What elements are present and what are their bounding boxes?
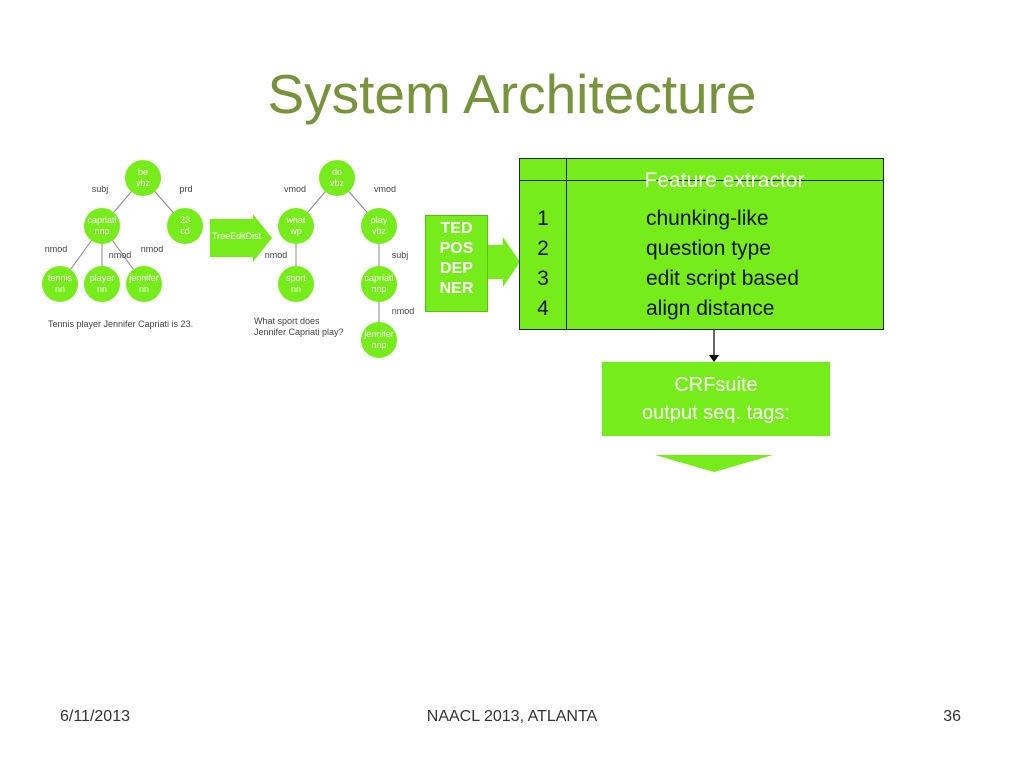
crf-output-arrow [655,455,773,472]
tree1-node-player: player nn [84,266,120,302]
svg-text:jennifer: jennifer [363,329,394,339]
tree2-node-play: play vbz [361,208,397,244]
tree1-caption: Tennis player Jennifer Capriati is 23. [48,319,193,329]
tree1-edge-nmod-1: nmod [45,244,68,254]
feature-number: 3 [537,267,549,290]
tag-pos: POS [439,240,474,257]
tag-ted: TED [440,220,473,237]
tree2-node-do: do vbz [319,160,355,196]
tree-edit-arrow [210,214,272,262]
feature-extractor-table: Feature extractor 1 chunking-like 2 ques… [519,158,884,330]
tree1-node-capriati: capriati nnp [84,208,120,244]
tree1-edge-subj: subj [92,184,109,194]
tree1-edge-nmod-2: nmod [109,250,132,260]
feature-number: 4 [537,297,549,320]
svg-text:vbz: vbz [136,178,151,188]
tree2-edge-vmod-2: vmod [374,184,396,194]
tree2-caption-line-2: Jennifer Capriati play? [254,327,344,337]
svg-text:do: do [332,167,342,177]
crfsuite-box: CRFsuite output seq. tags: [602,362,830,436]
tree2-node-jennifer: jennifer nnp [361,322,397,358]
tree2-node-what: what wp [278,208,314,244]
svg-text:sport: sport [286,273,307,283]
footer-venue: NAACL 2013, ATLANTA [426,708,598,725]
crf-line-1: CRFsuite [674,374,758,396]
tree-edit-dist-label: TreeEditDist [212,231,262,241]
tree1-node-jennifer: jennifer nn [126,266,162,302]
svg-text:23: 23 [180,215,190,225]
svg-text:nn: nn [97,284,107,294]
svg-text:nn: nn [55,284,65,294]
footer-date: 6/11/2013 [60,708,130,725]
svg-text:what: what [285,215,306,225]
tree1-edge-prd: prd [179,184,192,194]
svg-text:nnp: nnp [371,340,386,350]
svg-text:jennifer: jennifer [128,273,159,283]
feature-tags-box: TED POS DEP NER [425,215,488,312]
slide-title: System Architecture [267,63,757,125]
svg-text:capriati: capriati [364,273,393,283]
tree1-node-23: 23 cd [167,208,203,244]
tag-ner: NER [439,280,474,297]
crf-line-2: output seq. tags: [642,402,790,424]
feature-label: chunking-like [646,207,769,230]
tree2-edge-subj: subj [392,250,409,260]
footer-page-number: 36 [943,708,961,725]
svg-text:cd: cd [180,226,190,236]
svg-text:be: be [138,167,148,177]
table-column-divider [566,159,567,329]
extractor-to-crf-arrowhead [709,355,719,362]
tree1-node-be: be vbz [125,160,161,196]
svg-text:nnp: nnp [371,284,386,294]
svg-text:nn: nn [139,284,149,294]
svg-text:wp: wp [289,226,302,236]
tree2-edge-nmod-1: nmod [265,250,288,260]
svg-text:player: player [90,273,115,283]
tree2-node-sport: sport nn [278,266,314,302]
feature-extractor-header: Feature extractor [644,169,805,192]
tree2-caption-line-1: What sport does [254,316,320,326]
svg-text:vbz: vbz [372,226,387,236]
svg-text:nnp: nnp [94,226,109,236]
svg-text:nn: nn [291,284,301,294]
svg-text:capriati: capriati [87,215,116,225]
feature-label: align distance [646,297,775,320]
table-header-divider [520,180,883,181]
tag-dep: DEP [440,260,473,277]
tree2-node-capriati: capriati nnp [361,266,397,302]
feature-number: 1 [537,207,549,230]
svg-text:vbz: vbz [330,178,345,188]
tree1-node-tennis: tennis nn [42,266,78,302]
tree1-edge-nmod-3: nmod [141,244,164,254]
feature-number: 2 [537,237,549,260]
tree2-edge-nmod-2: nmod [392,306,415,316]
tree2-edge-vmod-1: vmod [284,184,306,194]
tags-arrow [488,237,520,287]
svg-text:tennis: tennis [48,273,73,283]
feature-label: edit script based [646,267,799,290]
svg-text:play: play [371,215,388,225]
feature-label: question type [646,237,771,260]
tree1-edges [59,177,186,285]
